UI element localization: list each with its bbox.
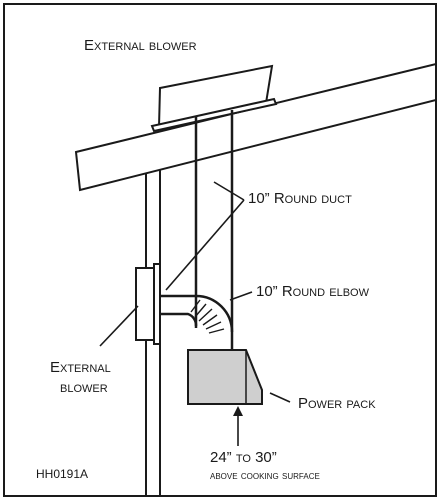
roof-blower-flange [150,97,278,133]
height-arrow-head [233,406,243,416]
roof-board [74,62,437,192]
power-pack [187,349,263,405]
label-figure-code: HH0191A [36,467,88,481]
leader-round-elbow [229,291,253,301]
label-height-line-2: above cooking surface [210,468,320,482]
elbow-outer [160,294,234,333]
diagram-frame [3,3,437,497]
leader-side-blower [99,305,139,347]
leader-power-pack [269,392,291,403]
label-round-elbow: 10” Round elbow [256,283,370,300]
label-height-line-1: 24” to 30” [210,449,277,466]
side-blower-body [135,267,155,341]
label-external-blower-side-2: blower [60,379,108,396]
elbow-shading [190,299,225,334]
label-round-duct: 10” Round duct [248,190,352,207]
elbow-inner [160,312,198,327]
side-blower-flange [153,263,161,345]
label-external-blower-side-1: External [50,359,111,376]
leader-round-duct-2 [165,199,245,291]
label-external-blower-top: External blower [84,37,197,54]
label-power-pack: Power pack [298,395,376,412]
leader-round-duct-1 [213,181,245,201]
